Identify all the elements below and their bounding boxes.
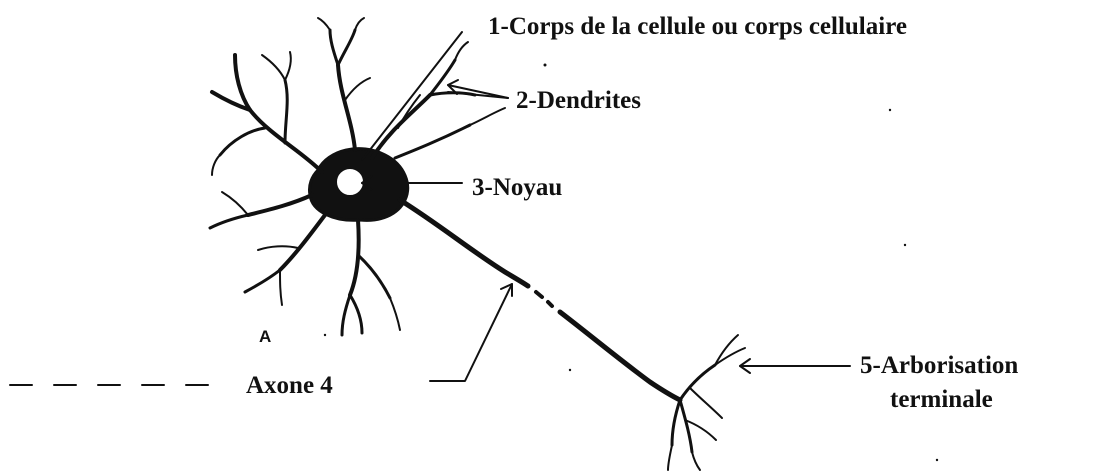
label-arborization-line1: 5-Arborisation [860, 353, 1018, 378]
label-axon: Axone 4 [246, 373, 333, 398]
axon-leader-line [430, 284, 512, 381]
label-dendrites: 2-Dendrites [516, 88, 641, 113]
terminal-arborization-shape [668, 335, 745, 470]
panel-letter: A [259, 328, 271, 345]
scan-specks [324, 64, 938, 462]
label-cell-body: 1-Corps de la cellule ou corps cellulair… [488, 14, 907, 39]
label-arborization-line2: terminale [890, 387, 993, 412]
nucleus-shape [338, 170, 362, 194]
axon-shape [400, 200, 680, 400]
cell-body-leader-line [362, 32, 462, 160]
label-nucleus: 3-Noyau [472, 175, 562, 200]
